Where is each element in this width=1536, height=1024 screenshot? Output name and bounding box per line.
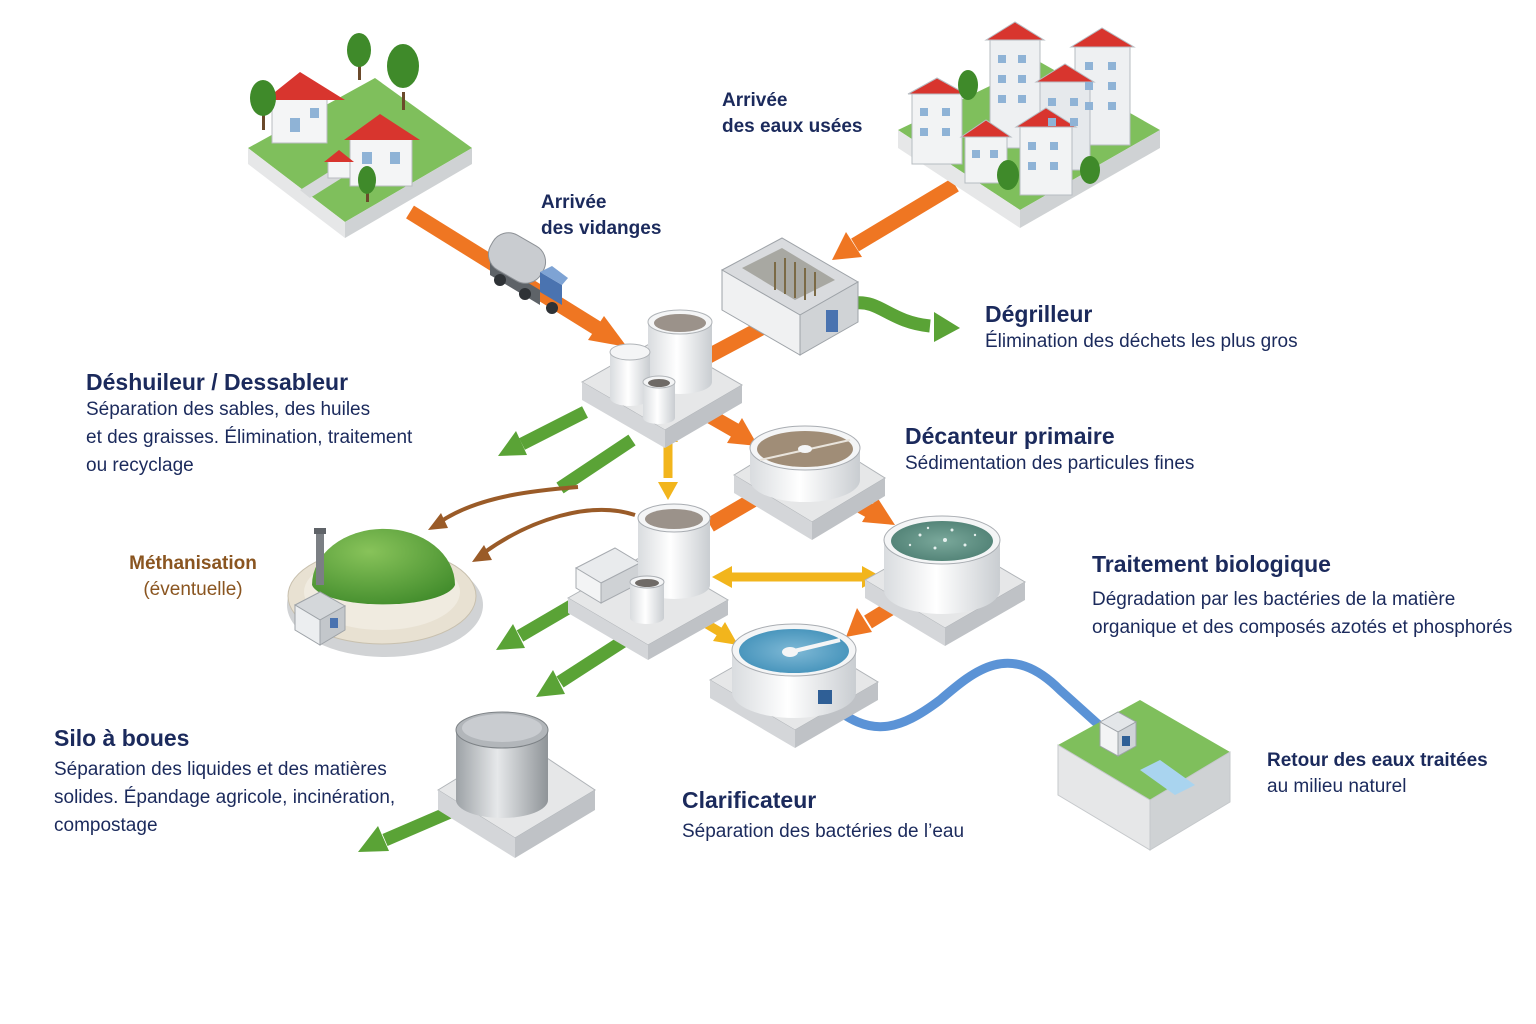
step-desc: Sédimentation des particules fines bbox=[905, 453, 1195, 474]
biogas-arrows bbox=[428, 485, 636, 562]
step-desc: et des graisses. Élimination, traitement bbox=[86, 427, 413, 448]
step-desc: Séparation des liquides et des matières bbox=[54, 759, 387, 780]
label-decanteur: Décanteur primaire Sédimentation des par… bbox=[905, 422, 1194, 478]
silo-a-boues bbox=[437, 711, 596, 858]
step-desc: Dégradation par les bactéries de la mati… bbox=[1092, 589, 1456, 610]
label-clarificateur: Clarificateur Séparation des bactéries d… bbox=[682, 786, 964, 846]
waste-out-arrows bbox=[358, 296, 960, 852]
sludge-thickener-unit bbox=[566, 503, 730, 660]
flow-city-to-degrilleur bbox=[851, 178, 959, 252]
clarificateur-tank bbox=[708, 623, 879, 748]
step-desc: Séparation des bactéries de l’eau bbox=[682, 821, 965, 842]
step-desc: compostage bbox=[54, 815, 158, 836]
label-line: Arrivée bbox=[722, 90, 788, 111]
step-title: Silo à boues bbox=[54, 725, 190, 751]
step-title: Traitement biologique bbox=[1092, 551, 1331, 577]
label-traitement-biologique: Traitement biologique Dégradation par le… bbox=[1092, 550, 1512, 642]
label-deshuileur: Déshuileur / Dessableur Séparation des s… bbox=[86, 368, 412, 480]
step-desc: organique et des composés azotés et phos… bbox=[1092, 617, 1513, 638]
label-methanisation: Méthanisation (éventuelle) bbox=[123, 553, 263, 601]
step-title: Décanteur primaire bbox=[905, 423, 1115, 449]
label-arrivee-vidanges: Arrivée des vidanges bbox=[541, 190, 661, 242]
label-line: des eaux usées bbox=[722, 116, 863, 137]
decanteur-primaire-tank bbox=[733, 425, 886, 540]
methaniseur-dome bbox=[287, 528, 483, 657]
label-line: au milieu naturel bbox=[1267, 776, 1407, 797]
label-line: Retour des eaux traitées bbox=[1267, 750, 1488, 771]
city-buildings bbox=[898, 21, 1160, 228]
flow-degrilleur-waste bbox=[854, 296, 931, 333]
step-desc: (éventuelle) bbox=[143, 579, 243, 600]
treated-water-pipe bbox=[824, 658, 1114, 739]
step-title: Dégrilleur bbox=[985, 301, 1093, 327]
degrilleur-building bbox=[720, 237, 860, 356]
deshuileur-unit bbox=[580, 309, 743, 448]
step-title: Méthanisation bbox=[129, 553, 257, 574]
bio-reactor-tank bbox=[864, 515, 1026, 646]
step-title: Clarificateur bbox=[682, 787, 817, 813]
natural-outlet bbox=[1057, 700, 1231, 851]
label-silo-a-boues: Silo à boues Séparation des liquides et … bbox=[54, 724, 395, 840]
village-houses bbox=[248, 33, 472, 238]
label-line: des vidanges bbox=[541, 218, 662, 239]
step-desc: Séparation des sables, des huiles bbox=[86, 399, 371, 420]
label-retour-eaux-traitees: Retour des eaux traitées au milieu natur… bbox=[1267, 748, 1488, 800]
step-desc: Élimination des déchets les plus gros bbox=[985, 331, 1298, 352]
step-desc: solides. Épandage agricole, incinération… bbox=[54, 787, 396, 808]
label-line: Arrivée bbox=[541, 192, 607, 213]
step-title: Déshuileur / Dessableur bbox=[86, 369, 349, 395]
step-desc: ou recyclage bbox=[86, 455, 194, 476]
tanker-truck-icon bbox=[487, 232, 568, 314]
label-degrilleur: Dégrilleur Élimination des déchets les p… bbox=[985, 300, 1298, 356]
label-arrivee-eaux-usees: Arrivée des eaux usées bbox=[722, 88, 862, 140]
